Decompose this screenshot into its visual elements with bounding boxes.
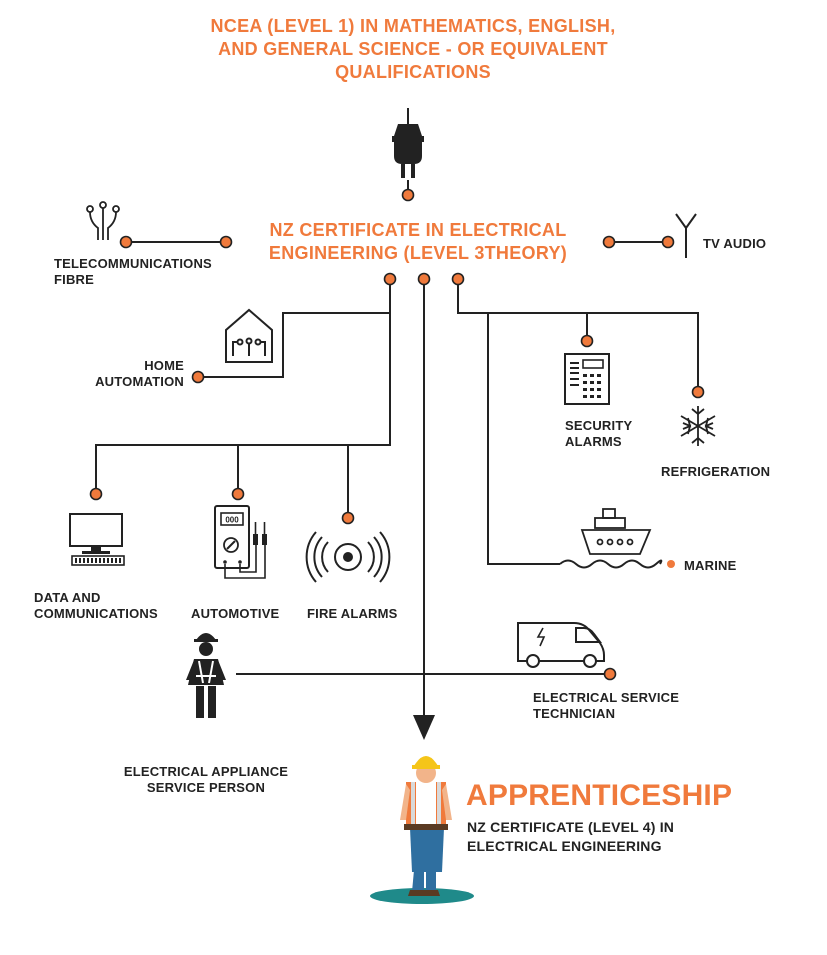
- apprenticeship-line-2: ELECTRICAL ENGINEERING: [467, 838, 662, 854]
- dot-tv-right: [661, 235, 675, 249]
- home-line-2: AUTOMATION: [95, 374, 184, 389]
- apprenticeship-title: APPRENTICESHIP: [466, 779, 733, 812]
- plug-icon: [392, 108, 424, 178]
- dot-branch-mid: [417, 272, 431, 286]
- dot-plug: [401, 188, 415, 202]
- water-wave: [559, 559, 663, 569]
- security-line-1: SECURITY: [565, 418, 633, 433]
- dot-marine: [667, 560, 675, 568]
- electrician-icon: [370, 756, 474, 904]
- multimeter-icon: 000: [214, 505, 267, 579]
- label-service-technician: ELECTRICAL SERVICE TECHNICIAN: [533, 690, 679, 722]
- worker-icon: [186, 633, 226, 718]
- entry-line-3: QUALIFICATIONS: [335, 62, 491, 82]
- van-icon: [517, 622, 605, 668]
- label-data-communications: DATA AND COMMUNICATIONS: [34, 590, 158, 622]
- dot-telecom-right: [219, 235, 233, 249]
- certificate-line-2: ENGINEERING (LEVEL 3THEORY): [268, 243, 568, 263]
- fibre-optic-icon: [86, 201, 120, 240]
- security-line-2: ALARMS: [565, 434, 622, 449]
- label-security-alarms: SECURITY ALARMS: [565, 418, 632, 450]
- label-telecommunications: TELECOMMUNICATIONS FIBRE: [54, 256, 212, 288]
- wire-lower-left: [95, 313, 391, 494]
- entry-line-2: AND GENERAL SCIENCE - OR EQUIVALENT: [218, 39, 608, 59]
- computer-icon: [69, 513, 125, 566]
- appliance-line-1: ELECTRICAL APPLIANCE: [123, 764, 289, 779]
- label-tv-audio: TV AUDIO: [703, 236, 767, 251]
- wire-home-automation: [198, 279, 391, 378]
- dot-branch-left: [383, 272, 397, 286]
- svg-text:000: 000: [225, 516, 239, 525]
- snowflake-icon: [680, 406, 716, 446]
- antenna-icon: [675, 213, 697, 258]
- entry-line-1: NCEA (LEVEL 1) IN MATHEMATICS, ENGLISH,: [210, 16, 616, 36]
- dot-automotive: [231, 487, 245, 501]
- wire-right-branch: [457, 279, 699, 392]
- dot-branch-right: [451, 272, 465, 286]
- certificate-line-1: NZ CERTIFICATE IN ELECTRICAL: [269, 220, 567, 240]
- label-appliance-service: ELECTRICAL APPLIANCE SERVICE PERSON: [106, 764, 306, 796]
- dot-service-tech: [603, 667, 617, 681]
- dot-fire: [341, 511, 355, 525]
- telecom-line-1: TELECOMMUNICATIONS: [54, 256, 212, 271]
- dot-telecom-left: [119, 235, 133, 249]
- label-refrigeration: REFRIGERATION: [661, 464, 771, 479]
- data-line-1: DATA AND: [34, 590, 101, 605]
- appliance-line-2: SERVICE PERSON: [146, 780, 266, 795]
- arrow-down-icon: [413, 715, 435, 740]
- wire-marine: [487, 313, 560, 565]
- dot-tv-left: [602, 235, 616, 249]
- label-automotive: AUTOMOTIVE: [191, 606, 280, 621]
- level3-certificate: NZ CERTIFICATE IN ELECTRICAL ENGINEERING…: [233, 219, 603, 265]
- dot-security: [580, 334, 594, 348]
- telecom-line-2: FIBRE: [54, 272, 94, 287]
- siren-icon: [305, 531, 391, 583]
- dot-refrigeration: [691, 385, 705, 399]
- dot-data: [89, 487, 103, 501]
- label-home-automation: HOME AUTOMATION: [80, 358, 184, 390]
- apprenticeship-qualification: NZ CERTIFICATE (LEVEL 4) IN ELECTRICAL E…: [467, 818, 674, 856]
- keypad-icon: [564, 353, 610, 405]
- label-fire-alarms: FIRE ALARMS: [307, 606, 398, 621]
- dot-home: [191, 370, 205, 384]
- entry-qualification: NCEA (LEVEL 1) IN MATHEMATICS, ENGLISH, …: [163, 15, 663, 84]
- smart-home-icon: [225, 308, 273, 363]
- home-line-1: HOME: [144, 358, 184, 373]
- service-tech-line-1: ELECTRICAL SERVICE: [533, 690, 680, 705]
- service-tech-line-2: TECHNICIAN: [533, 706, 616, 721]
- apprenticeship-line-1: NZ CERTIFICATE (LEVEL 4) IN: [467, 819, 675, 835]
- ship-icon: [580, 508, 652, 555]
- label-marine: MARINE: [684, 558, 737, 573]
- data-line-2: COMMUNICATIONS: [34, 606, 158, 621]
